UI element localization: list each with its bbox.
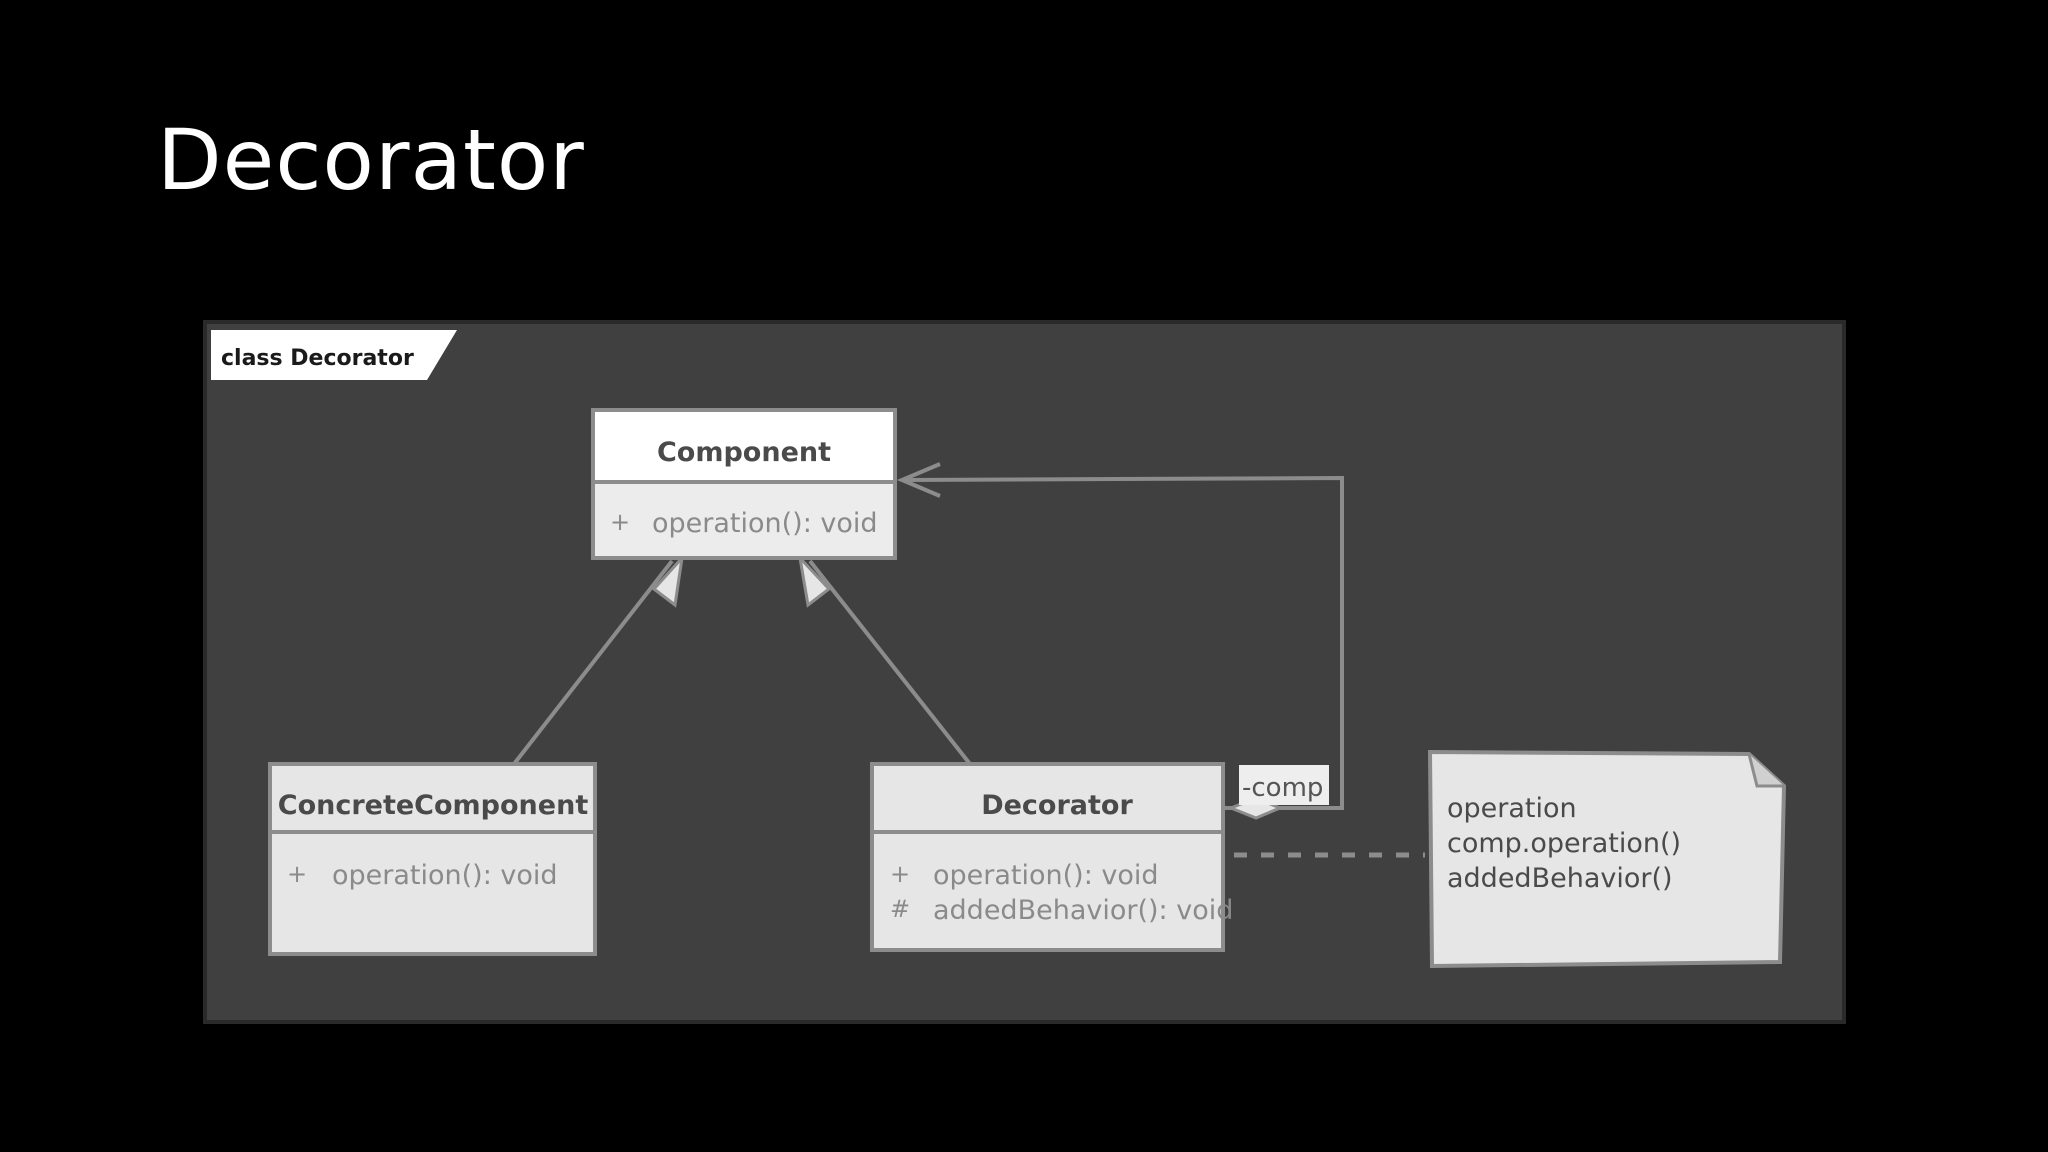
slide-title: Decorator (157, 111, 585, 209)
aggregation-comp: -comp (896, 462, 1344, 820)
navigable-arrowhead-icon (896, 462, 941, 498)
generalization-arrowhead-icon (651, 553, 685, 608)
class-concrete-component: ConcreteComponent + operation(): void (268, 762, 597, 956)
class-decorator: Decorator + operation(): void # addedBeh… (870, 762, 1233, 952)
generalization-arrowhead-icon (797, 553, 832, 608)
class-component: Component + operation(): void (591, 408, 897, 560)
member-signature: operation(): void (332, 860, 558, 891)
member-signature: operation(): void (652, 508, 878, 539)
class-name: Decorator (981, 790, 1133, 821)
note-fold-icon (1747, 753, 1784, 788)
member-visibility: + (610, 508, 630, 536)
member-visibility: + (287, 860, 307, 888)
member-visibility: + (890, 860, 910, 888)
class-diagram-canvas: class Decorator -comp Component (211, 330, 1787, 969)
member-visibility: # (890, 895, 910, 923)
diagram-frame-tab: class Decorator (211, 330, 457, 380)
note-line: operation (1447, 793, 1577, 824)
class-diagram: class Decorator -comp Component (203, 320, 1846, 1024)
note-line: comp.operation() (1447, 828, 1681, 859)
note: operation comp.operation() addedBehavior… (1427, 749, 1787, 969)
note-line: addedBehavior() (1447, 863, 1673, 894)
diagram-frame-label: class Decorator (221, 346, 414, 371)
generalization-decorator (797, 553, 972, 766)
class-name: Component (657, 437, 831, 468)
generalization-concrete-component (512, 553, 685, 766)
member-signature: addedBehavior(): void (933, 895, 1233, 926)
association-role-label: -comp (1242, 773, 1323, 803)
member-signature: operation(): void (933, 860, 1159, 891)
class-name: ConcreteComponent (278, 790, 589, 821)
